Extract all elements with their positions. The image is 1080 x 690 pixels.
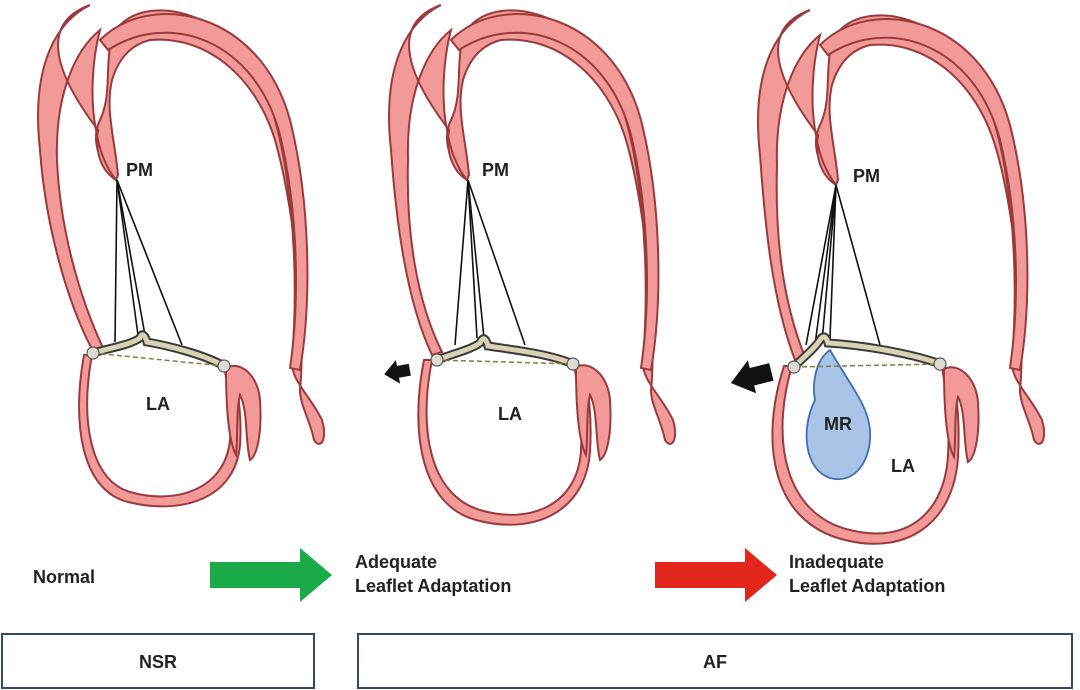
left-atrium-wall (417, 359, 592, 526)
lv-anterior-wall (757, 9, 837, 362)
lv-outer-curve (98, 13, 309, 372)
la-label: LA (146, 394, 170, 414)
caption-normal: Normal (33, 567, 95, 587)
lv-anterior-wall (37, 4, 117, 357)
mr-label: MR (824, 414, 852, 434)
aortic-root (942, 366, 980, 464)
annulus-line (436, 359, 574, 365)
caption-inadequate-line1: Inadequate (789, 552, 884, 572)
chordae (805, 184, 881, 346)
box-af: AF (357, 633, 1073, 689)
lv-anterior-wall (388, 4, 468, 357)
annulus-point (933, 357, 947, 371)
panel-adequate: PM LA (384, 4, 677, 526)
annulus-point (217, 359, 231, 373)
annulus-point (430, 353, 444, 367)
caption-adequate-line1: Adequate (355, 552, 437, 572)
panel-normal: PM LA (37, 4, 326, 508)
lv-posterior-wall (446, 9, 677, 445)
annulus-line (793, 363, 941, 368)
aortic-root (224, 364, 262, 462)
red-arrow (655, 548, 777, 602)
chordae (454, 179, 526, 346)
pm-label: PM (482, 160, 509, 180)
box-nsr: NSR (1, 633, 315, 689)
pm-label: PM (126, 160, 153, 180)
chordae (114, 179, 183, 346)
mr-jet (805, 348, 871, 481)
caption-adequate-line2: Leaflet Adaptation (355, 576, 511, 596)
annulus-dilation-arrow (730, 360, 774, 394)
box-af-label: AF (703, 652, 727, 672)
left-atrium-wall (78, 354, 242, 508)
aortic-root (574, 364, 612, 462)
la-label: LA (891, 456, 915, 476)
panel-inadequate: PM MR LA (730, 9, 1046, 545)
box-nsr-label: NSR (139, 652, 177, 672)
pm-label: PM (853, 166, 880, 186)
la-label: LA (498, 404, 522, 424)
annulus-line (92, 352, 225, 367)
caption-inadequate-line2: Leaflet Adaptation (789, 576, 945, 596)
annulus-dilation-arrow (384, 360, 411, 384)
lv-outer-curve (449, 13, 660, 372)
lv-outer-curve (818, 18, 1029, 372)
annulus-point (787, 360, 801, 374)
lv-posterior-wall (815, 14, 1046, 445)
annulus-point (566, 357, 580, 371)
green-arrow (210, 548, 332, 602)
annulus-point (86, 346, 100, 360)
lv-posterior-wall (95, 9, 326, 445)
